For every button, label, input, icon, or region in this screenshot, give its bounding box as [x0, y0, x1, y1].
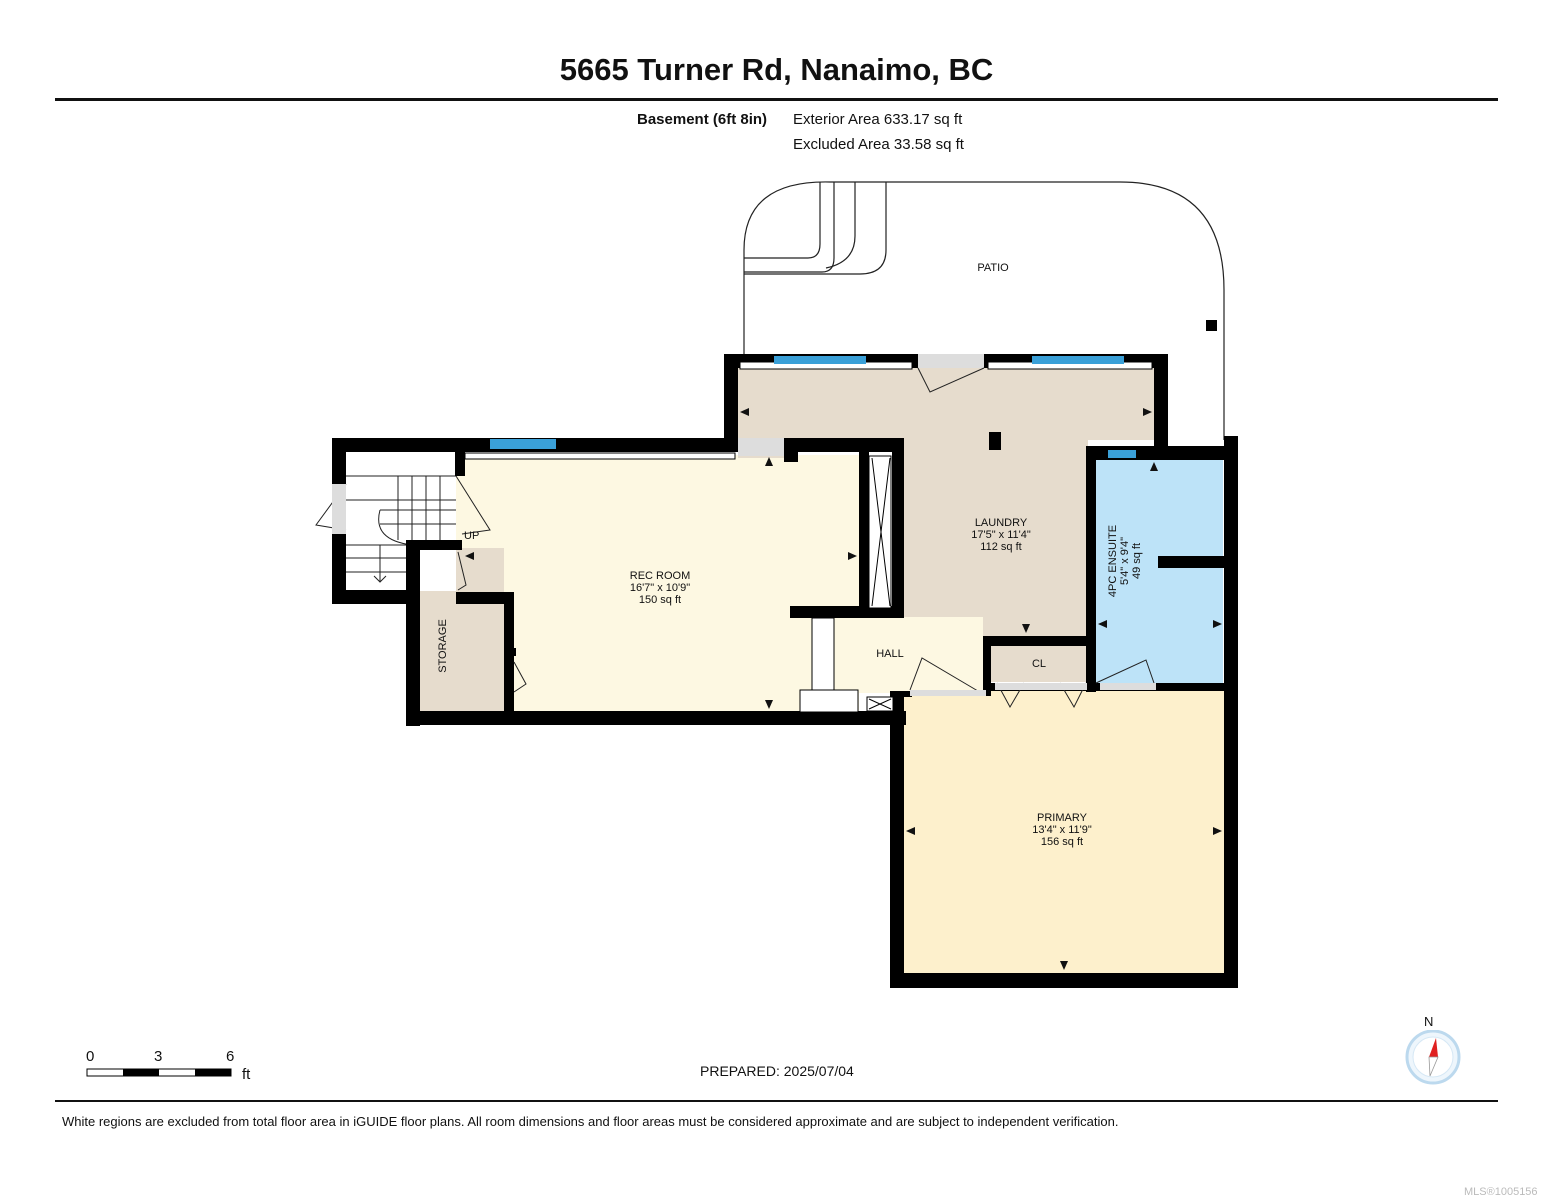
compass-icon — [1405, 1030, 1461, 1085]
ensuite-dims: 5'4" x 9'4" — [1119, 536, 1131, 586]
stairs — [346, 475, 456, 591]
rec-room-dims: 16'7" x 10'9" — [629, 582, 691, 594]
stair-landing — [738, 438, 784, 456]
prepared-date: PREPARED: 2025/07/04 — [700, 1063, 854, 1079]
door-patio-swing — [917, 367, 985, 393]
vent-box-x — [868, 698, 892, 710]
marker-ensuite-right — [1213, 620, 1222, 628]
label-patio: PATIO — [977, 262, 1009, 274]
patio-outline — [743, 181, 1225, 440]
label-closet: CL — [1031, 658, 1047, 670]
door-storage-top — [457, 551, 467, 591]
closet-shelf-x — [871, 457, 891, 607]
primary-dims: 13'4" x 11'9" — [1032, 824, 1092, 836]
hall-floor — [833, 617, 983, 693]
scale-tick-6: 6 — [226, 1048, 235, 1065]
marker-rec-left — [465, 552, 474, 560]
door-closet-left — [996, 682, 1025, 709]
door-ensuite-frame — [1100, 683, 1156, 690]
door-patio-frame — [918, 354, 984, 368]
door-hall-primary — [909, 657, 984, 695]
compass-label: N — [1424, 1014, 1434, 1029]
exterior-area: Exterior Area 633.17 sq ft — [793, 111, 963, 128]
window-rec-room — [490, 439, 556, 449]
level-name: Basement (6ft 8in) — [637, 111, 768, 128]
mls-watermark: MLS®1005156 — [1464, 1186, 1538, 1198]
label-ensuite: 4PC ENSUITE 5'4" x 9'4" 49 sq ft — [1107, 501, 1143, 621]
scale-bar — [86, 1068, 232, 1077]
footer-divider — [55, 1100, 1498, 1102]
label-rec-room: REC ROOM 16'7" x 10'9" 150 sq ft — [600, 570, 720, 606]
marker-laundry-right — [1143, 408, 1152, 416]
door-closet-right — [1059, 682, 1087, 709]
label-storage: STORAGE — [437, 619, 449, 673]
marker-laundry-bottom — [1022, 624, 1030, 633]
rec-room-floor — [463, 455, 859, 711]
title-divider — [55, 98, 1498, 101]
label-hall: HALL — [876, 648, 904, 660]
patio-step-4 — [744, 182, 887, 275]
ensuite-name: 4PC ENSUITE — [1107, 524, 1119, 598]
page-title: 5665 Turner Rd, Nanaimo, BC — [559, 52, 994, 87]
patio-step-3 — [825, 182, 856, 269]
label-primary: PRIMARY 13'4" x 11'9" 156 sq ft — [1002, 812, 1122, 848]
rec-room-area: 150 sq ft — [638, 594, 682, 606]
laundry-column — [989, 432, 1001, 450]
marker-primary-left — [906, 827, 915, 835]
laundry-dims: 17'5" x 11'4" — [971, 529, 1031, 541]
door-storage — [513, 661, 527, 693]
scale-tick-0: 0 — [86, 1048, 95, 1065]
hall-opening — [811, 617, 835, 691]
marker-primary-right — [1213, 827, 1222, 835]
scale-unit: ft — [242, 1066, 251, 1083]
stairs-arrow — [373, 545, 387, 583]
window-laundry-right — [1032, 356, 1124, 364]
marker-rec-top — [765, 457, 773, 466]
laundry-name: LAUNDRY — [974, 517, 1028, 529]
closet-floor — [990, 646, 1086, 682]
ensuite-area: 49 sq ft — [1131, 542, 1143, 580]
storage-bracket — [510, 648, 516, 656]
dimension-markers — [465, 408, 1222, 970]
door-hall-primary-frame — [910, 690, 986, 696]
rec-room-top-wall-inner — [464, 452, 736, 460]
marker-rec-right — [848, 552, 857, 560]
laundry-area: 112 sq ft — [980, 541, 1022, 553]
window-ensuite — [1108, 450, 1136, 458]
excluded-area: Excluded Area 33.58 sq ft — [793, 136, 964, 153]
marker-rec-bottom — [765, 700, 773, 709]
label-laundry: LAUNDRY 17'5" x 11'4" 112 sq ft — [941, 517, 1061, 553]
doors — [315, 354, 1156, 709]
patio-step-1 — [744, 182, 835, 273]
patio-step-2 — [744, 182, 821, 259]
door-stairs-left-frame — [332, 484, 346, 534]
door-closet-frame — [995, 683, 1087, 690]
primary-area: 156 sq ft — [1040, 836, 1084, 848]
marker-ensuite-top — [1150, 462, 1158, 471]
ensuite-floor — [1096, 460, 1223, 683]
disclaimer: White regions are excluded from total fl… — [62, 1114, 1119, 1129]
door-stairs-rec — [455, 475, 491, 535]
primary-floor — [904, 691, 1224, 973]
primary-name: PRIMARY — [1037, 812, 1087, 824]
stair-opening — [799, 689, 859, 713]
marker-ensuite-left — [1098, 620, 1107, 628]
patio-post — [1206, 320, 1217, 331]
window-laundry-left — [774, 356, 866, 364]
laundry-floor-lower — [898, 438, 1088, 636]
marker-laundry-left — [740, 408, 749, 416]
rec-room-name: REC ROOM — [629, 570, 691, 582]
marker-primary-bottom — [1060, 961, 1068, 970]
scale-tick-3: 3 — [154, 1048, 163, 1065]
door-ensuite — [1095, 659, 1155, 684]
label-stairs-up: UP — [464, 530, 480, 542]
walls — [332, 354, 1238, 988]
laundry-floor — [738, 368, 1154, 440]
